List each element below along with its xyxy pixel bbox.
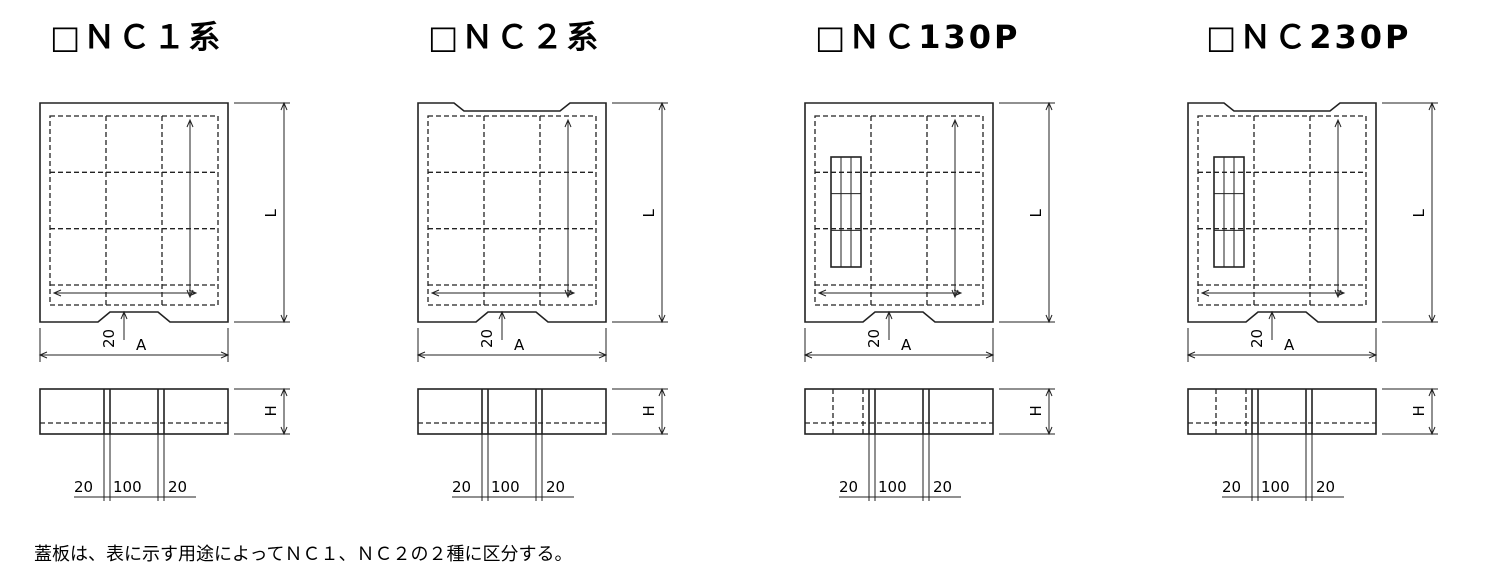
- arrow-head: [1428, 387, 1436, 397]
- length-dimension-l: L: [1027, 209, 1045, 218]
- bottom-dimension: 20: [1222, 478, 1241, 496]
- panel-nc1: □ＮＣ１系 20 A L H 20 100 20: [38, 18, 290, 501]
- arrow-head: [817, 289, 827, 297]
- notch-dimension: 20: [100, 329, 118, 348]
- arrow-head: [280, 101, 288, 111]
- plan-outline: [39, 102, 229, 323]
- inner-dashed-frame: [1197, 115, 1367, 306]
- arrow-head: [1045, 387, 1053, 397]
- notch-dimension: 20: [865, 329, 883, 348]
- length-dimension-l: L: [262, 209, 280, 218]
- side-elevation: [417, 388, 607, 435]
- arrow-head: [1428, 101, 1436, 111]
- arrow-head: [1334, 289, 1342, 299]
- arrow-head: [1045, 314, 1053, 324]
- arrow-head: [566, 289, 576, 297]
- panel-title: □ＮＣ１系: [50, 18, 223, 56]
- panel-title: □ＮＣ130P: [815, 18, 1021, 56]
- arrow-head: [953, 289, 963, 297]
- arrow-head: [1336, 289, 1346, 297]
- width-dimension-a: A: [136, 336, 147, 354]
- arrow-head: [188, 289, 198, 297]
- plan-outline: [804, 102, 994, 323]
- arrow-head: [951, 289, 959, 299]
- grating-frame: [1213, 156, 1245, 268]
- inner-dashed-frame: [427, 115, 597, 306]
- arrow-head: [1368, 351, 1378, 359]
- bottom-dimension: 20: [839, 478, 858, 496]
- arrow-head: [658, 387, 666, 397]
- height-dimension-h: H: [1027, 405, 1045, 416]
- arrow-head: [885, 310, 893, 320]
- arrow-head: [498, 310, 506, 320]
- bottom-dimension: 100: [491, 478, 520, 496]
- notch-dimension: 20: [1248, 329, 1266, 348]
- arrow-head: [1045, 426, 1053, 436]
- panel-nc2: □ＮＣ２系 20 A L H 20 100 20: [416, 18, 668, 501]
- bottom-dimension: 20: [168, 478, 187, 496]
- arrow-head: [658, 314, 666, 324]
- arrow-head: [186, 289, 194, 299]
- grating-frame: [830, 156, 862, 268]
- bottom-dimension: 100: [1261, 478, 1290, 496]
- bottom-dimension: 20: [1316, 478, 1335, 496]
- arrow-head: [280, 426, 288, 436]
- bottom-dimension: 20: [74, 478, 93, 496]
- plan-outline: [417, 102, 607, 323]
- arrow-head: [186, 118, 194, 128]
- arrow-head: [658, 101, 666, 111]
- bottom-dimension: 100: [113, 478, 142, 496]
- arrow-head: [985, 351, 995, 359]
- arrow-head: [280, 387, 288, 397]
- arrow-head: [280, 314, 288, 324]
- arrow-head: [598, 351, 608, 359]
- length-dimension-l: L: [640, 209, 658, 218]
- side-elevation: [804, 388, 994, 435]
- panel-nc130p: □ＮＣ130P 20 A L H 20 100 20: [803, 18, 1055, 501]
- classification-note: 蓋板は、表に示す用途によってＮＣ１、ＮＣ２の２種に区分する。: [34, 544, 573, 565]
- bottom-dimension: 100: [878, 478, 907, 496]
- inner-dashed-frame: [814, 115, 984, 306]
- bottom-dimension: 20: [933, 478, 952, 496]
- arrow-head: [1334, 118, 1342, 128]
- arrow-head: [38, 351, 48, 359]
- length-dimension-l: L: [1410, 209, 1428, 218]
- height-dimension-h: H: [1410, 405, 1428, 416]
- inner-dashed-frame: [49, 115, 219, 306]
- arrow-head: [951, 118, 959, 128]
- width-dimension-a: A: [901, 336, 912, 354]
- arrow-head: [1428, 426, 1436, 436]
- width-dimension-a: A: [1284, 336, 1295, 354]
- arrow-head: [430, 289, 440, 297]
- arrow-head: [220, 351, 230, 359]
- panel-nc230p: □ＮＣ230P 20 A L H 20 100 20: [1186, 18, 1438, 501]
- height-dimension-h: H: [640, 405, 658, 416]
- arrow-head: [1200, 289, 1210, 297]
- side-elevation: [1187, 388, 1377, 435]
- arrow-head: [1428, 314, 1436, 324]
- arrow-head: [564, 289, 572, 299]
- grating-insert: [830, 156, 862, 268]
- arrow-head: [1268, 310, 1276, 320]
- arrow-head: [1186, 351, 1196, 359]
- panel-title: □ＮＣ230P: [1206, 18, 1412, 56]
- arrow-head: [564, 118, 572, 128]
- side-elevation: [39, 388, 229, 435]
- bottom-dimension: 20: [546, 478, 565, 496]
- arrow-head: [1045, 101, 1053, 111]
- arrow-head: [658, 426, 666, 436]
- notch-dimension: 20: [478, 329, 496, 348]
- bottom-dimension: 20: [452, 478, 471, 496]
- arrow-head: [120, 310, 128, 320]
- arrow-head: [416, 351, 426, 359]
- plan-outline: [1187, 102, 1377, 323]
- panel-title: □ＮＣ２系: [428, 18, 601, 56]
- width-dimension-a: A: [514, 336, 525, 354]
- height-dimension-h: H: [262, 405, 280, 416]
- arrow-head: [52, 289, 62, 297]
- arrow-head: [803, 351, 813, 359]
- grating-insert: [1213, 156, 1245, 268]
